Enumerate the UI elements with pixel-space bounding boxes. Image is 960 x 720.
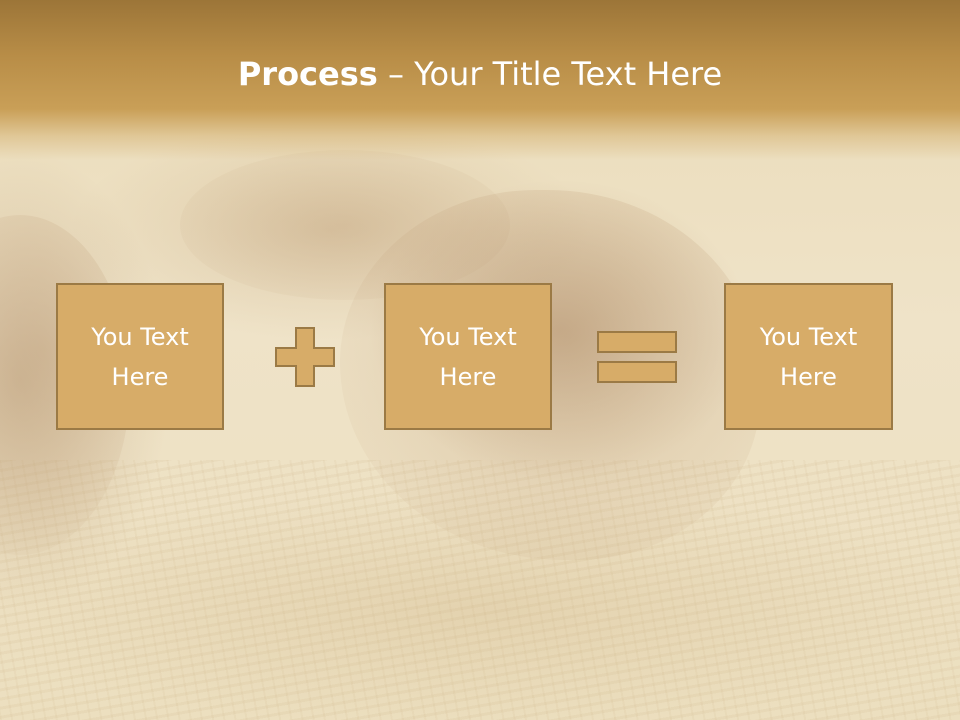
walnut-shape-back	[180, 150, 510, 300]
title-rest: – Your Title Text Here	[377, 55, 723, 93]
slide-title[interactable]: Process – Your Title Text Here	[0, 52, 960, 96]
process-box-3-text: You Text Here	[759, 322, 858, 391]
plus-icon	[275, 327, 335, 387]
title-band	[0, 0, 960, 160]
process-box-3[interactable]: You Text Here	[724, 283, 893, 430]
process-box-1[interactable]: You Text Here	[56, 283, 224, 430]
equals-icon	[597, 331, 677, 383]
process-box-2-text: You Text Here	[419, 322, 517, 391]
process-box-1-text: You Text Here	[91, 322, 189, 391]
process-box-2[interactable]: You Text Here	[384, 283, 552, 430]
cloth-texture	[0, 460, 960, 720]
title-bold: Process	[237, 55, 378, 93]
